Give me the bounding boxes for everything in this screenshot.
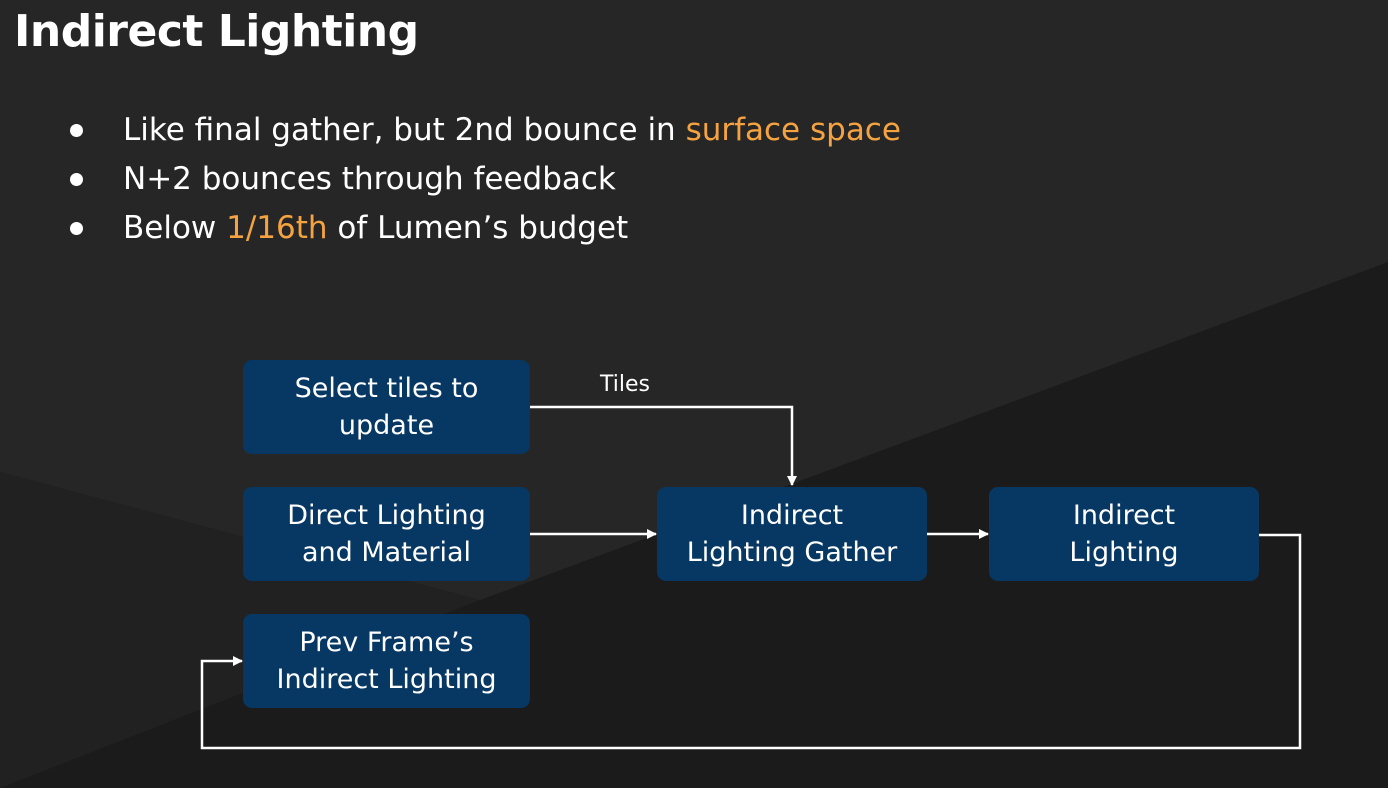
bullet-text: N+2 bounces through feedback [123, 161, 616, 197]
bullet-dot-icon [70, 222, 83, 235]
node-label: Indirect Lighting [1069, 500, 1179, 568]
bullet-item: Below 1/16th of Lumen’s budget [60, 204, 901, 253]
bullet-text: Below [123, 210, 227, 246]
node-indirect-lighting-gather: Indirect Lighting Gather [657, 487, 927, 581]
bullet-item: Like final gather, but 2nd bounce in sur… [60, 106, 901, 155]
feedback-loop-arrow [200, 533, 1302, 750]
tiles-edge-label: Tiles [600, 372, 650, 397]
bullet-dot-icon [70, 124, 83, 137]
bullet-dot-icon [70, 173, 83, 186]
bullet-highlight: surface space [685, 112, 901, 148]
bullet-highlight: 1/16th [226, 210, 328, 246]
bullet-text: Like final gather, but 2nd bounce in [123, 112, 686, 148]
node-label: Select tiles to update [294, 373, 479, 441]
bullet-text-after: of Lumen’s budget [327, 210, 629, 246]
node-label: Direct Lighting and Material [287, 500, 486, 568]
slide-title: Indirect Lighting [14, 6, 419, 57]
bullet-item: N+2 bounces through feedback [60, 155, 901, 204]
node-select-tiles: Select tiles to update [243, 360, 530, 454]
node-prev-frame: Prev Frame’s Indirect Lighting [243, 614, 530, 708]
tiles-arrow [530, 405, 797, 486]
node-label: Indirect Lighting Gather [686, 500, 898, 568]
bullet-list: Like final gather, but 2nd bounce in sur… [60, 106, 901, 253]
node-direct-lighting: Direct Lighting and Material [243, 487, 530, 581]
node-indirect-lighting: Indirect Lighting [989, 487, 1259, 581]
node-label: Prev Frame’s Indirect Lighting [276, 627, 497, 695]
